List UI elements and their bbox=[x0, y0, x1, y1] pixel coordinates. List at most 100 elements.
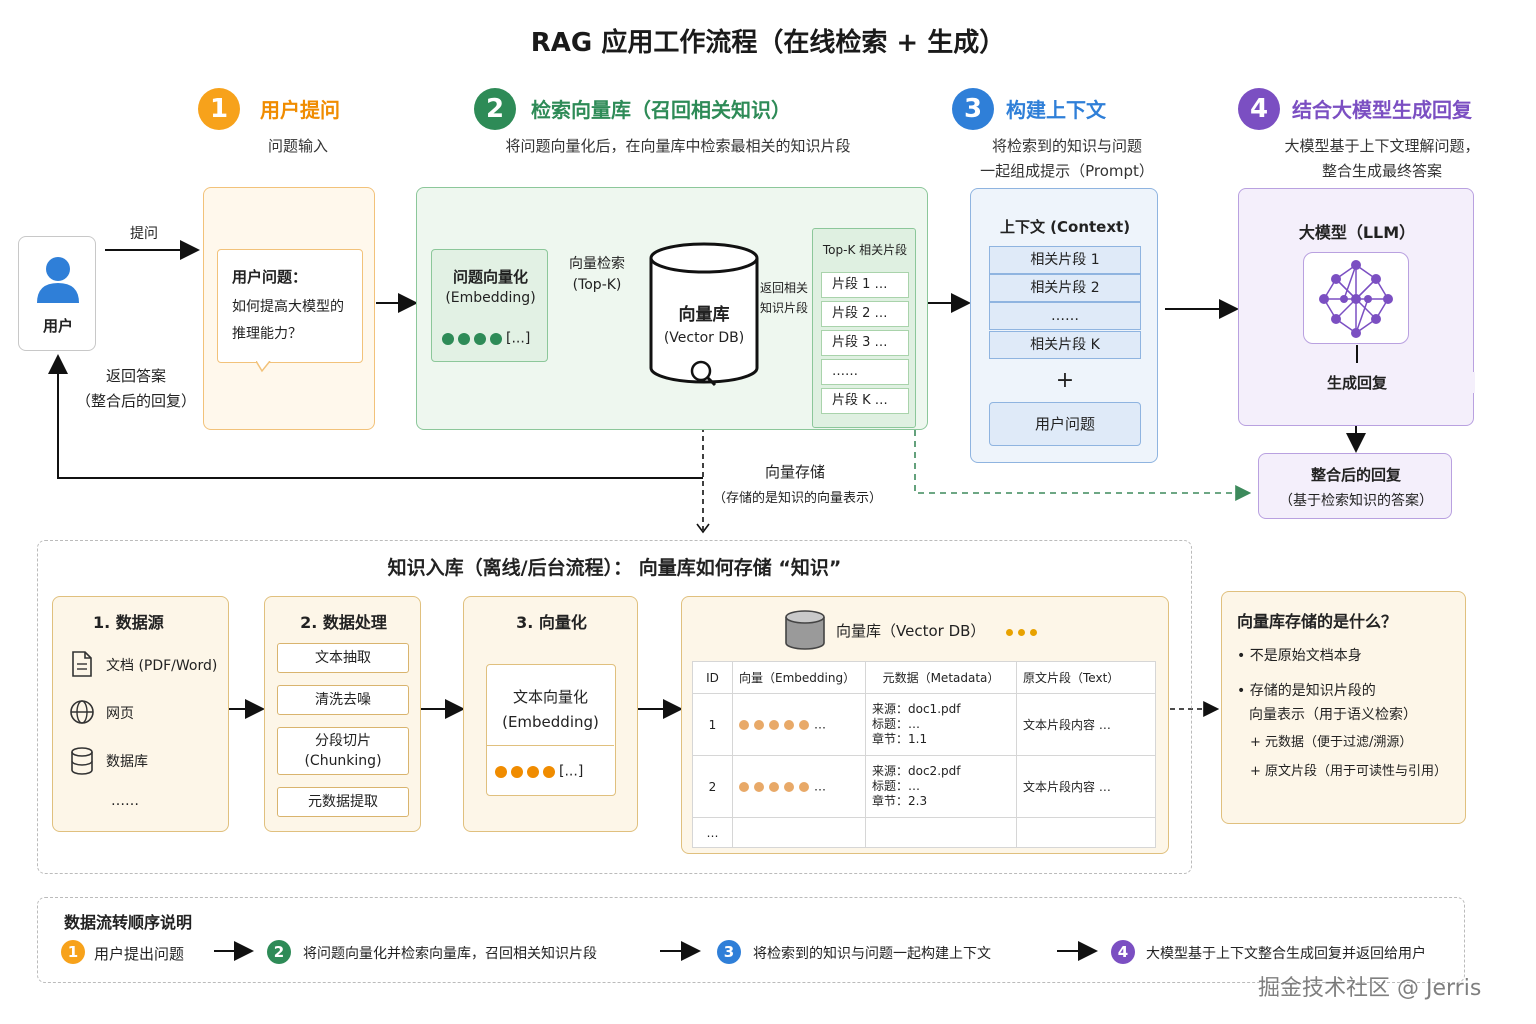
context-row: …… bbox=[989, 302, 1141, 330]
topk-item: …… bbox=[821, 359, 909, 385]
globe-icon bbox=[70, 700, 94, 724]
processing-step: 元数据提取 bbox=[277, 787, 409, 817]
flow-step-text: 将问题向量化并检索向量库，召回相关知识片段 bbox=[303, 946, 597, 962]
user-label: 用户 bbox=[42, 317, 73, 335]
offline-title: 知识入库（离线/后台流程）： 向量库如何存储 “知识” bbox=[387, 557, 842, 579]
table-header: ID bbox=[692, 661, 733, 694]
what-stored-bullet: • 不是原始文档本身 bbox=[1237, 648, 1362, 664]
user-box: 用户 bbox=[18, 236, 96, 351]
flow-number-badge: 1 bbox=[61, 940, 85, 964]
table-cell-empty bbox=[865, 817, 1017, 848]
question-title: 用户问题： bbox=[232, 268, 308, 286]
topk-title: Top-K 相关片段 bbox=[822, 243, 908, 257]
context-panel: 上下文 (Context) 相关片段 1 相关片段 2 …… 相关片段 K + … bbox=[970, 188, 1158, 463]
context-row: 相关片段 2 bbox=[989, 274, 1141, 302]
table-cell-vector: … bbox=[732, 693, 866, 756]
neural-network-icon bbox=[1319, 260, 1393, 338]
step1-number-badge: 1 bbox=[198, 88, 240, 130]
what-stored-bullet: • 存储的是知识片段的 向量表示（用于语义检索） bbox=[1237, 683, 1417, 723]
llm-gen-label: 生成回复 bbox=[1239, 372, 1475, 393]
datasource-more: …… bbox=[111, 793, 139, 809]
datasource-item: 网页 bbox=[106, 706, 134, 722]
step3-number-badge: 3 bbox=[952, 88, 994, 130]
table-cell-empty bbox=[732, 817, 866, 848]
step3-desc: 将检索到的知识与问题一起组成提示（Prompt） bbox=[980, 137, 1154, 180]
search-label: 向量检索(Top-K) bbox=[569, 256, 625, 293]
table-row: … bbox=[692, 817, 1156, 848]
database-icon bbox=[71, 747, 93, 775]
flow-summary-box bbox=[37, 897, 1465, 983]
vectorize-vector: [...] bbox=[495, 761, 583, 780]
processing-step: 清洗去噪 bbox=[277, 685, 409, 715]
table-header: 原文片段（Text） bbox=[1016, 661, 1156, 694]
flow-number-badge: 2 bbox=[267, 940, 291, 964]
storage-sub: （存储的是知识的向量表示） bbox=[713, 491, 883, 506]
vectordb-small-icon bbox=[785, 610, 825, 650]
what-stored-sub: + 原文片段（用于可读性与引用） bbox=[1250, 764, 1448, 779]
user-icon bbox=[37, 257, 79, 303]
vectorize-title: 3. 向量化 bbox=[516, 613, 587, 632]
table-header-row: ID 向量（Embedding） 元数据（Metadata） 原文片段（Text… bbox=[692, 661, 1156, 694]
final-title: 整合后的回复 bbox=[1310, 466, 1401, 484]
step2-desc: 将问题向量化后，在向量库中检索最相关的知识片段 bbox=[505, 137, 851, 155]
llm-title: 大模型（LLM） bbox=[1298, 223, 1416, 242]
processing-box: 2. 数据处理 文本抽取 清洗去噪 分段切片 (Chunking) 元数据提取 bbox=[264, 596, 421, 832]
step1-title: 用户提问 bbox=[260, 98, 340, 122]
llm-panel: 大模型（LLM） 生成回复 bbox=[1238, 188, 1475, 426]
divider bbox=[487, 745, 614, 746]
table-cell-id: 1 bbox=[692, 693, 733, 756]
ask-label: 提问 bbox=[130, 226, 158, 242]
flow-number-badge: 3 bbox=[717, 940, 741, 964]
step2-title: 检索向量库（召回相关知识） bbox=[531, 98, 791, 122]
llm-box bbox=[1303, 252, 1409, 344]
bubble-tail-icon bbox=[256, 361, 271, 373]
vectordb-cylinder-icon bbox=[649, 242, 759, 387]
flow-step-text: 用户提出问题 bbox=[94, 945, 185, 963]
datasource-title: 1. 数据源 bbox=[93, 613, 164, 632]
step3-title: 构建上下文 bbox=[1006, 98, 1106, 122]
what-stored-title: 向量库存储的是什么？ bbox=[1237, 612, 1398, 631]
embed-title: 问题向量化 bbox=[452, 268, 528, 286]
flow-summary-title: 数据流转顺序说明 bbox=[64, 913, 193, 932]
step4-desc: 大模型基于上下文理解问题，整合生成最终答案 bbox=[1284, 137, 1480, 180]
table-cell-id: 2 bbox=[692, 755, 733, 818]
return-answer-label: 返回答案（整合后的回复） bbox=[75, 367, 196, 410]
final-answer-box: 整合后的回复 （基于检索知识的答案） bbox=[1258, 453, 1452, 519]
table-cell-vector: … bbox=[732, 755, 866, 818]
step2-number-badge: 2 bbox=[474, 88, 516, 130]
llm-connector bbox=[1356, 345, 1358, 363]
context-row: 相关片段 1 bbox=[989, 246, 1141, 274]
step1-desc: 问题输入 bbox=[267, 137, 328, 155]
question-bubble: 用户问题： 如何提高大模型的推理能力？ bbox=[217, 249, 363, 363]
embed-sub: (Embedding) bbox=[445, 290, 536, 306]
datasource-item: 文档 (PDF/Word) bbox=[106, 658, 218, 674]
table-cell-empty bbox=[1016, 817, 1156, 848]
topk-item: 片段 2 … bbox=[821, 301, 909, 327]
vectordb-table-box: 向量库（Vector DB） ID 向量（Embedding） 元数据（Meta… bbox=[681, 596, 1169, 854]
table-header: 元数据（Metadata） bbox=[865, 661, 1017, 694]
datasource-item: 数据库 bbox=[106, 754, 148, 770]
table-cell-id: … bbox=[692, 817, 733, 848]
vectorize-inner: 文本向量化(Embedding) [...] bbox=[486, 664, 616, 796]
document-icon bbox=[72, 651, 92, 677]
vectordb-dots bbox=[1006, 622, 1042, 641]
topk-box: Top-K 相关片段 片段 1 … 片段 2 … 片段 3 … …… 片段 K … bbox=[812, 228, 916, 428]
processing-step: 分段切片 (Chunking) bbox=[277, 727, 409, 775]
return-frag-label: 返回相关知识片段 bbox=[760, 281, 809, 315]
offline-section bbox=[37, 540, 1192, 874]
flow-step-text: 大模型基于上下文整合生成回复并返回给用户 bbox=[1146, 946, 1426, 962]
context-title: 上下文 (Context) bbox=[999, 218, 1131, 236]
flow-number-badge: 4 bbox=[1111, 940, 1135, 964]
table-cell-text: 文本片段内容 … bbox=[1016, 755, 1156, 818]
what-stored-box: 向量库存储的是什么？ • 不是原始文档本身 • 存储的是知识片段的 向量表示（用… bbox=[1221, 591, 1466, 824]
vectorize-box: 3. 向量化 文本向量化(Embedding) [...] bbox=[463, 596, 638, 832]
context-question: 用户问题 bbox=[989, 402, 1141, 446]
topk-item: 片段 1 … bbox=[821, 272, 909, 298]
vectordb-table: ID 向量（Embedding） 元数据（Metadata） 原文片段（Text… bbox=[692, 661, 1156, 848]
watermark: 掘金技术社区 @ Jerris bbox=[1258, 976, 1482, 1001]
question-panel: 用户问题： 如何提高大模型的推理能力？ bbox=[203, 187, 375, 430]
flow-step-text: 将检索到的知识与问题一起构建上下文 bbox=[753, 946, 991, 962]
